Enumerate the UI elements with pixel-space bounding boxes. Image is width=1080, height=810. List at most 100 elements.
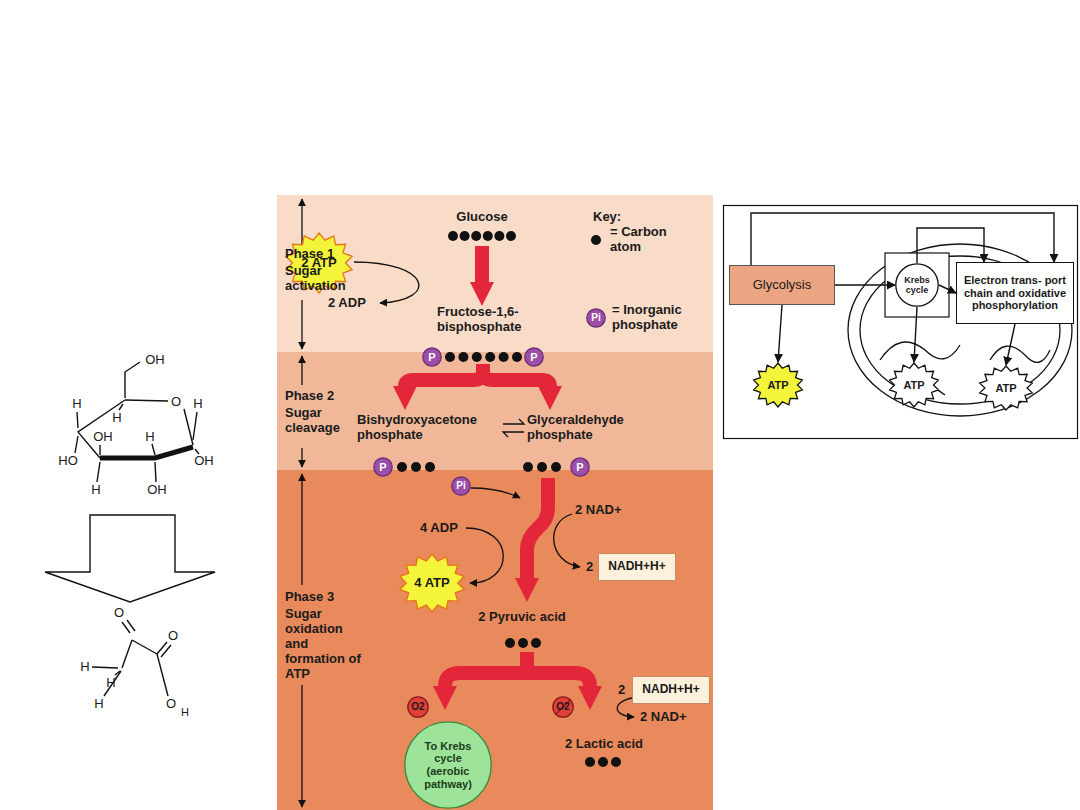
carbon-atom [611,757,621,767]
process-box: NADH+H+ [598,553,676,581]
equilibrium-arrow [503,419,524,437]
node-label: NADH+H+ [642,683,699,697]
figure-label: H [193,397,202,412]
carbon-atom [411,462,421,472]
cofactor-arrow [617,698,634,717]
equilibrium-arrow [503,432,524,437]
figure-label-anchor: H [72,397,81,412]
process-box: NADH+H+ [632,676,710,704]
glucose-structure [125,400,168,401]
carbon-atom [598,757,608,767]
figure-label-anchor: O [166,697,176,712]
phase-span-arrow [301,300,302,349]
phase-caption: Phase 1Sugar activation [285,247,369,296]
pyruvate-structure [104,671,121,696]
legend-text-anchor: = Inorganic phosphate [612,303,704,333]
figure-label: 2 Lactic acid [565,737,643,752]
glycolysis-flow-arrow [405,364,483,386]
node-text-area: To Krebs cycle (aerobic pathway) [404,721,492,809]
carbon-atom [483,231,493,241]
pyruvate-structure [127,620,135,631]
figure-label: O [171,395,181,410]
figure-label-anchor: HO [58,454,78,469]
figure-label: Glyceraldehyde phosphate [527,413,642,443]
node-text-area: ATP [978,365,1034,411]
circle-outline [452,477,470,495]
circle-outline [896,264,938,306]
node-text-column: 4 ATP [414,576,449,591]
node-text-column: O2 [411,701,424,713]
flow-arrow [751,213,1054,265]
node-text-column: ATP [767,379,788,392]
flow-arrow [835,284,895,285]
pyruvate-structure [132,640,157,654]
glucose-structure [99,445,100,455]
figure-label-anchor: 2 [586,560,593,575]
carbon-atom [460,231,470,241]
molecule-circle: P [524,347,544,367]
figure-label-anchor: H [193,397,202,412]
node-label: ATP [903,379,924,392]
node-text-column: NADH+H+ [608,560,665,574]
figure-label: H [80,660,89,675]
carbon-atom [494,231,504,241]
node-text-column: ATP [903,379,924,392]
flow-arrow [914,307,917,362]
node-label: P [428,351,435,364]
node-text-column: Electron trans- port chain and oxidative… [962,274,1068,312]
phase-heading: Phase 1 [285,247,369,262]
phase-heading: Phase 3 [285,590,369,605]
phase-span-arrow [301,356,302,385]
phase-band: PPPPPhase 2Sugar cleavage [277,352,713,470]
glycolysis-flow-arrow [445,652,527,686]
mitochondrion [900,385,945,395]
atp-starburst: ATP [752,362,804,408]
cofactor-arrow [554,514,580,567]
node-label: P [379,461,386,474]
carbon-atom [471,231,481,241]
node-text-area: 4 ATP [398,553,466,613]
node-text-column: P [428,351,435,364]
figure-label: H [145,430,154,445]
legend-text: = Carbon atom [610,225,682,255]
flow-arrow [939,285,956,293]
glycolysis-flow-arrow [405,246,590,686]
circle-outline [525,348,543,366]
figure-label-anchor: 2 NAD+ [575,503,622,518]
phase-span-arrow [301,448,302,467]
carbon-atom [506,231,516,241]
figure-label-anchor: Key: [593,210,621,225]
flow-arrow [1006,324,1015,365]
figure-label: H [181,706,189,719]
node-label: To Krebs cycle (aerobic pathway) [415,740,481,791]
figure-label-anchor: O [171,395,181,410]
node-text-column: Glycolysis [753,278,812,293]
atp-starburst: ATP [978,365,1034,411]
figure-label: H [91,483,100,498]
pyruvate-structure [122,640,132,668]
figure-label: O [166,697,176,712]
node-label: P [530,351,537,364]
node-text-column: Pi [591,312,600,324]
node-text-column: P [530,351,537,364]
carbon-atom [458,352,468,362]
carbon-atom [472,352,482,362]
molecule-circle: Krebs cycle [895,263,939,307]
figure-label-anchor: O [114,606,124,621]
figure-label-anchor: 2 NAD+ [640,710,687,725]
figure-label-anchor: H [112,411,121,426]
phase-span-arrow [301,199,302,245]
node-label: NADH+H+ [608,560,665,574]
figure-label: H [106,676,115,691]
figure-label-anchor: Glucose [456,210,507,225]
node-text-area: NADH+H+ [599,554,675,580]
node-label: Pi [591,312,600,324]
legend-text: = Inorganic phosphate [612,303,704,333]
circle-outline [423,348,441,366]
glucose-structure [100,447,193,458]
figure-label-anchor: H [106,676,115,691]
molecule-circle: Pi [586,308,606,328]
cofactor-arrow [471,488,520,498]
